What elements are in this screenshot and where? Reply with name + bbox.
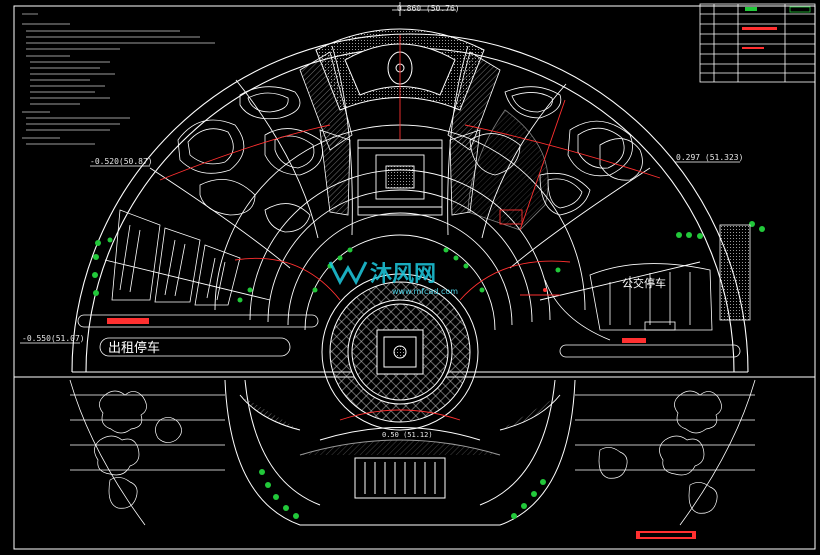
central-plaza	[357, 139, 443, 216]
elevation-left-mid-label: -0.520(50.87)	[90, 157, 153, 166]
round-plaza	[321, 273, 479, 431]
watermark-logo	[328, 261, 368, 286]
elevation-left-low-label: -0.550(51.07)	[22, 334, 85, 343]
bus-parking-lot	[544, 224, 751, 358]
drawing-title-stamp	[636, 531, 696, 539]
design-notes	[22, 13, 215, 145]
red-utility-lines	[107, 35, 661, 421]
legend-table	[699, 3, 816, 83]
taxi-parking-label: 出租停车	[108, 340, 160, 356]
tree-clusters	[94, 390, 722, 514]
watermark-brand: 沐风网	[370, 262, 436, 287]
drawing-frame	[13, 5, 816, 550]
elevation-top-label: 0.860 (50.76)	[397, 4, 460, 13]
elevation-markers	[20, 2, 740, 344]
elevation-center-low-label: 0.50 (51.12)	[382, 431, 433, 439]
watermark-url: www.mfcad.com	[392, 287, 458, 296]
garden-beds	[177, 86, 643, 233]
taxi-parking-bays	[77, 209, 319, 357]
entrance-building	[224, 379, 576, 526]
elevation-right-mid-label: 0.297 (51.323)	[676, 153, 743, 162]
lower-roads	[69, 379, 756, 526]
bus-parking-label: 公交停车	[622, 276, 666, 290]
